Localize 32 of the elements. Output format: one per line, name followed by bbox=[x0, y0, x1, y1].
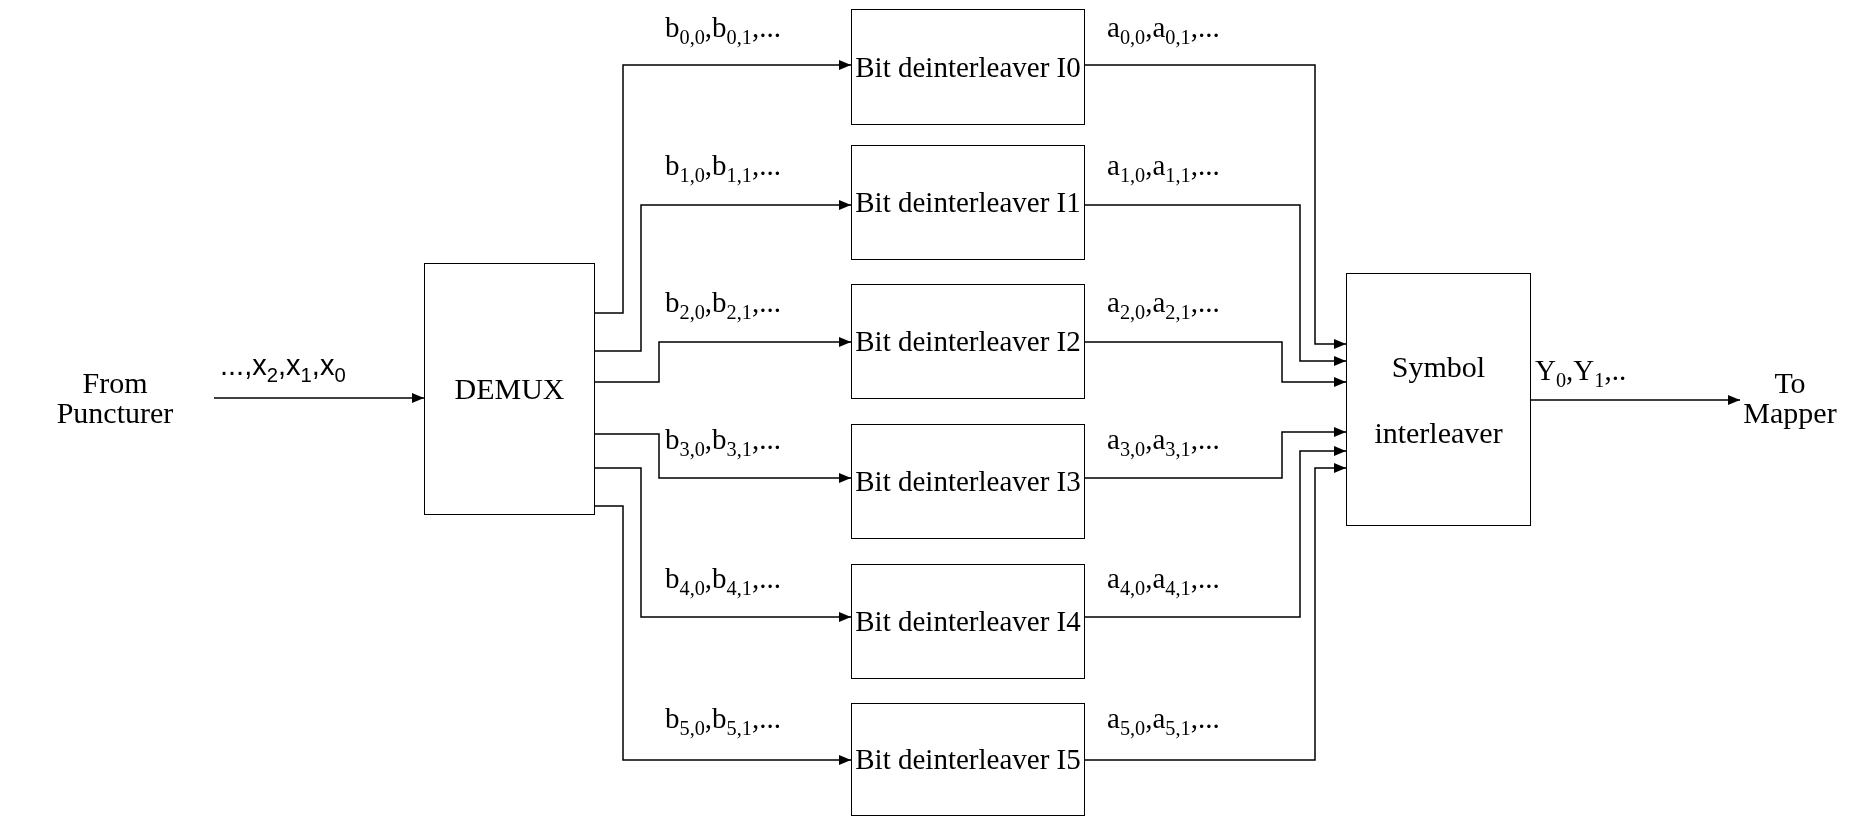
deinterleaver-block bbox=[851, 703, 1085, 816]
block-label: Bit deinterleaver I3 bbox=[854, 469, 1082, 494]
block-label: Bit deinterleaver I4 bbox=[854, 609, 1082, 634]
deinterleaver-block bbox=[851, 9, 1085, 125]
arrow bbox=[594, 505, 852, 765]
arrow bbox=[1084, 427, 1347, 479]
arrow bbox=[1084, 204, 1347, 366]
demux-block bbox=[424, 263, 595, 515]
arrow bbox=[594, 467, 852, 622]
arrow bbox=[1530, 395, 1741, 405]
endpoint-text: To Mapper bbox=[1742, 367, 1838, 428]
block-label: Bit deinterleaver I0 bbox=[854, 54, 1082, 80]
block-label: Bit deinterleaver I1 bbox=[854, 190, 1082, 215]
endpoint-text: From Puncturer bbox=[55, 367, 175, 428]
block-label: Bit deinterleaver I2 bbox=[854, 329, 1082, 354]
arrow bbox=[1084, 446, 1347, 618]
block-label: DEMUX bbox=[454, 374, 565, 404]
arrow bbox=[1084, 341, 1347, 387]
arrow bbox=[594, 433, 852, 483]
block-label: Symbol interleaver bbox=[1373, 348, 1504, 451]
deinterleaver-block bbox=[851, 564, 1085, 679]
arrow bbox=[594, 337, 852, 383]
arrow bbox=[1084, 463, 1347, 761]
arrow bbox=[594, 60, 852, 314]
arrow bbox=[1084, 64, 1347, 349]
deinterleaver-block bbox=[851, 284, 1085, 399]
deinterleaver-block bbox=[851, 145, 1085, 260]
deinterleaver-block bbox=[851, 424, 1085, 539]
interleaver-block bbox=[1346, 273, 1531, 526]
block-label: Bit deinterleaver I5 bbox=[854, 747, 1082, 772]
arrow bbox=[594, 200, 852, 352]
arrow bbox=[213, 393, 425, 403]
